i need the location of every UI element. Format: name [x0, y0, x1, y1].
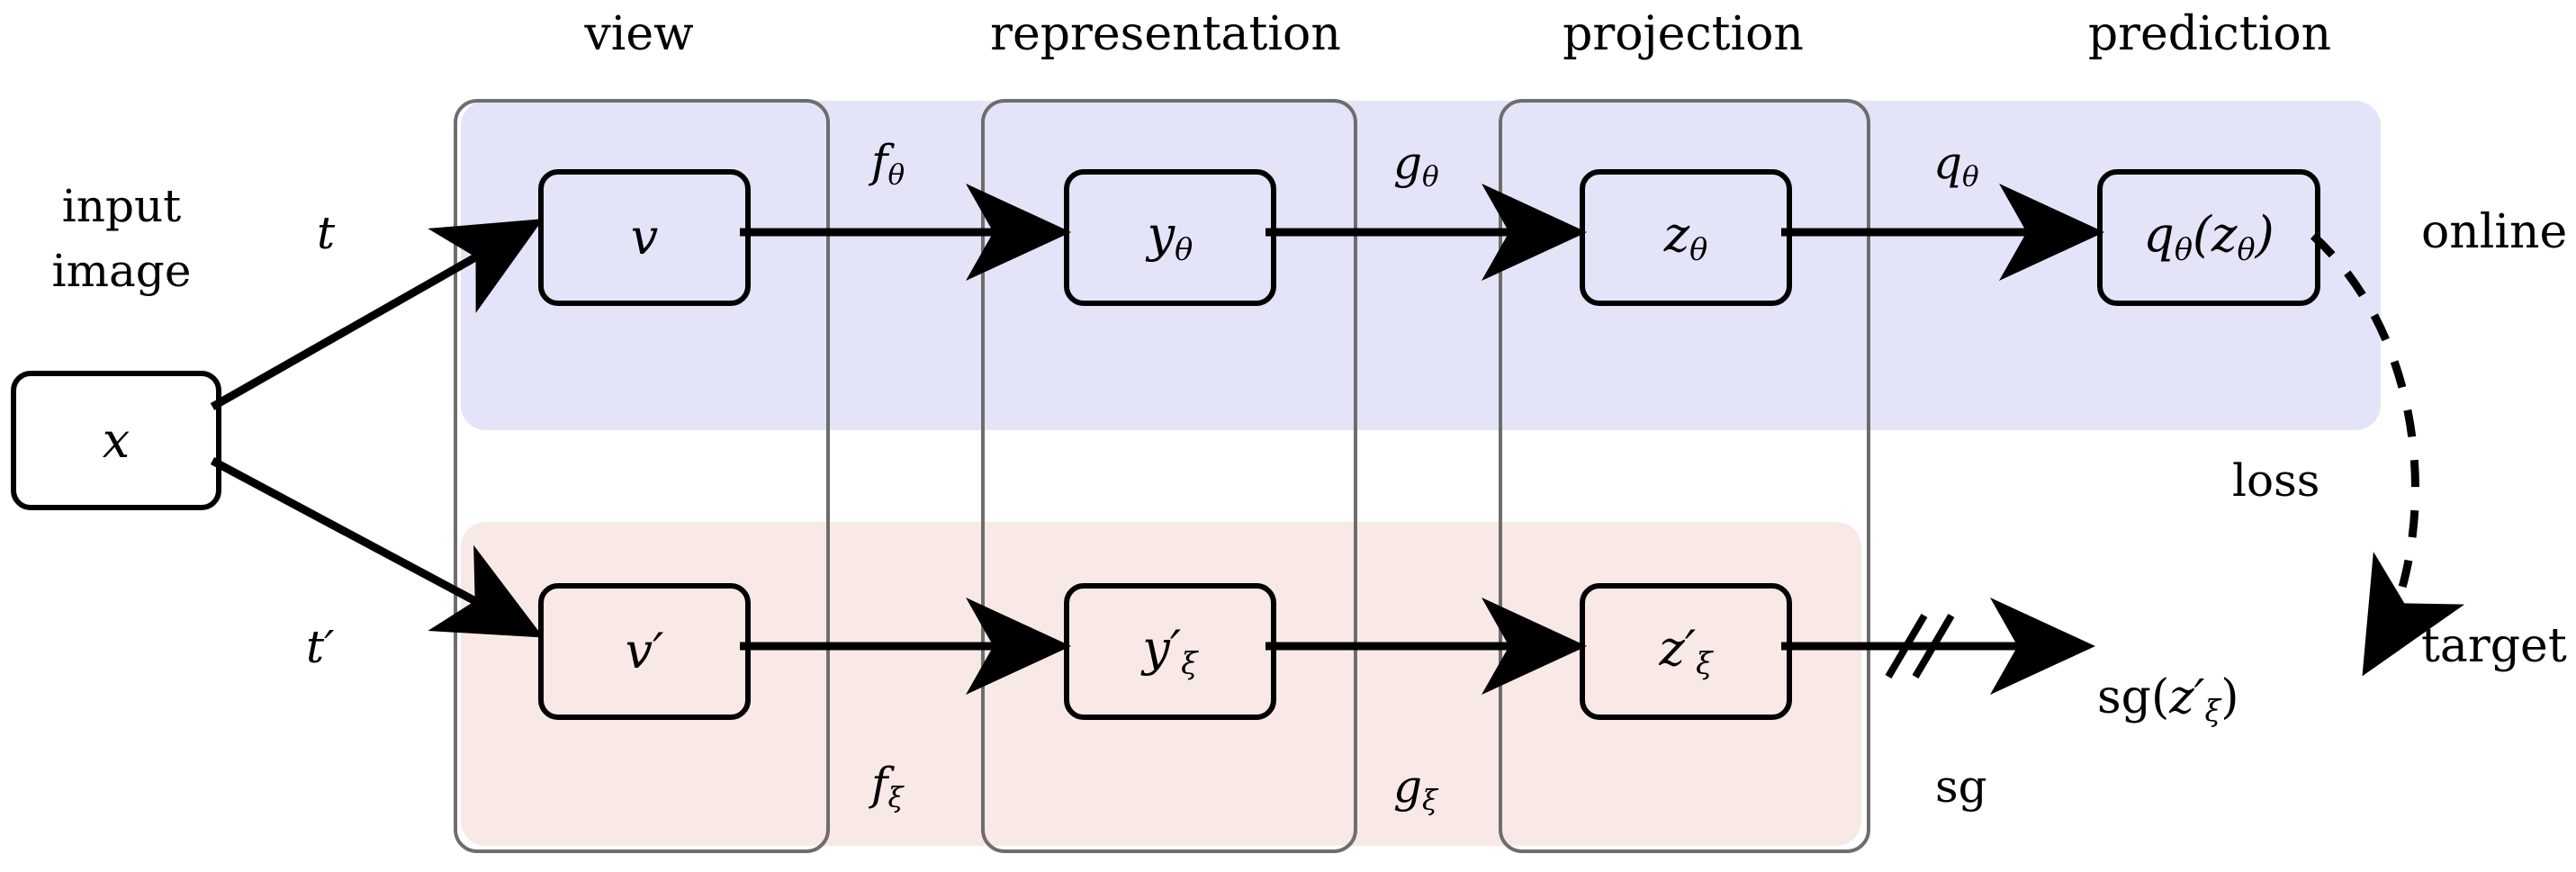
node-label-v: v	[630, 209, 659, 265]
node-label-q-theta-z-theta: qθ(zθ)	[2143, 211, 2274, 265]
stopgrad-output-label: sg(z′ξ)	[2097, 670, 2421, 728]
column-header-prediction: prediction	[2087, 7, 2332, 61]
input-image-caption-line1: input	[61, 180, 182, 232]
zlabel-sub: θ	[1689, 231, 1708, 267]
operator-label-f-xi: fξ	[871, 758, 904, 814]
zp-sub: ξ	[1696, 645, 1713, 681]
f-theta-sub: θ	[887, 158, 905, 192]
target-branch-band	[461, 522, 1861, 846]
node-target-projection: z′ξ	[1580, 583, 1792, 720]
qlabel-base: q	[2143, 206, 2175, 264]
f-xi-base: f	[871, 758, 888, 810]
node-online-projection: zθ	[1580, 169, 1792, 306]
node-target-representation: y′ξ	[1064, 583, 1276, 720]
zp-base: z′	[1659, 620, 1697, 678]
g-xi-base: g	[1393, 760, 1423, 813]
stopgrad-slash-1	[1885, 613, 1928, 679]
node-target-view: v′	[538, 583, 751, 720]
augmentation-label-t-prime: t′	[306, 621, 335, 673]
q-theta-base: q	[1933, 137, 1963, 189]
sg-suffix: )	[2220, 670, 2239, 724]
f-theta-base: f	[871, 135, 888, 187]
loss-label: loss	[2232, 454, 2320, 507]
operator-label-q-theta: qθ	[1933, 137, 1979, 193]
qlabel-arg: (z	[2192, 206, 2238, 264]
column-header-representation: representation	[990, 7, 1341, 61]
stopgrad-slash-2	[1912, 613, 1955, 679]
operator-label-f-theta: fθ	[871, 135, 905, 192]
augmentation-label-t: t	[317, 207, 336, 259]
operator-label-g-theta: gθ	[1393, 137, 1439, 193]
yp-base: y′	[1142, 620, 1182, 678]
input-image-caption-line2: image	[51, 245, 192, 297]
sg-base: z′	[2169, 670, 2205, 724]
branch-label-target: target	[2421, 619, 2567, 673]
operator-label-g-xi: gξ	[1393, 760, 1437, 817]
sg-sub: ξ	[2204, 694, 2221, 729]
q-theta-sub: θ	[1962, 160, 1979, 193]
sg-prefix: sg(	[2097, 670, 2170, 724]
qlabel-sub: θ	[2174, 231, 2193, 267]
column-group-representation	[981, 99, 1357, 853]
node-label-y-theta: yθ	[1148, 211, 1193, 265]
g-theta-sub: θ	[1422, 160, 1439, 193]
ylabel-base: y	[1147, 206, 1175, 264]
node-label-y-prime-xi: y′ξ	[1142, 625, 1197, 679]
column-header-projection: projection	[1563, 7, 1804, 61]
column-header-view: view	[584, 7, 694, 61]
node-online-representation: yθ	[1064, 169, 1276, 306]
zlabel-base: z	[1663, 206, 1690, 264]
column-group-projection	[1499, 99, 1870, 853]
yp-sub: ξ	[1181, 645, 1198, 681]
node-online-view: v	[538, 169, 751, 306]
node-label-x: x	[102, 411, 131, 469]
node-label-z-prime-xi: z′ξ	[1659, 625, 1712, 679]
g-xi-sub: ξ	[1422, 784, 1438, 817]
node-online-prediction: qθ(zθ)	[2097, 169, 2320, 306]
node-label-v-prime: v′	[625, 623, 664, 679]
f-xi-sub: ξ	[887, 781, 904, 814]
qlabel-argsub: θ	[2237, 231, 2256, 267]
node-label-z-theta: zθ	[1664, 211, 1708, 265]
qlabel-argclose: )	[2255, 206, 2274, 264]
node-input-x: x	[11, 371, 221, 510]
operator-label-sg: sg	[1935, 760, 1987, 813]
branch-label-online: online	[2421, 205, 2568, 259]
ylabel-sub: θ	[1175, 231, 1193, 267]
g-theta-base: g	[1393, 137, 1423, 189]
